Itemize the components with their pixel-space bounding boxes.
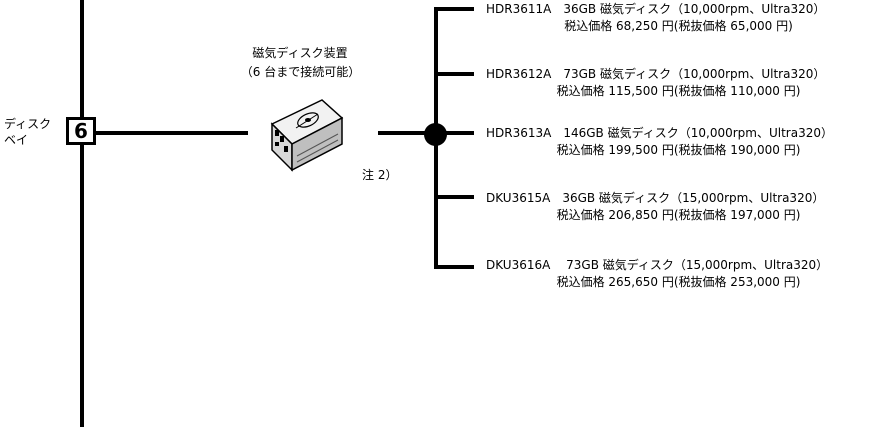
bay-connector-line (96, 131, 248, 135)
option-branch-3 (434, 131, 474, 135)
hard-disk-icon (270, 99, 344, 172)
option-4-price: 税込価格 206,850 円(税抜価格 197,000 円) (556, 208, 801, 222)
main-bus-line (80, 0, 84, 427)
options-bus-line (434, 7, 438, 269)
option-branch-1 (434, 7, 474, 11)
bay-label-line2: ベイ (4, 133, 29, 147)
option-3-price: 税込価格 199,500 円(税抜価格 190,000 円) (556, 143, 801, 157)
option-2-price: 税込価格 115,500 円(税抜価格 110,000 円) (556, 84, 801, 98)
option-1-price: 税込価格 68,250 円(税抜価格 65,000 円) (564, 19, 793, 33)
option-3-model: HDR3613A 146GB 磁気ディスク（10,000rpm、Ultra320… (486, 126, 834, 140)
option-5-model: DKU3616A 73GB 磁気ディスク（15,000rpm、Ultra320） (486, 258, 829, 272)
device-note: 注 2） (362, 168, 398, 182)
device-title: 磁気ディスク装置 (252, 46, 348, 60)
bay-number-box: 6 (66, 117, 96, 145)
device-connector-line (378, 131, 434, 135)
bay-label-line1: ディスク (4, 117, 52, 131)
option-5-price: 税込価格 265,650 円(税抜価格 253,000 円) (556, 275, 801, 289)
bay-number: 6 (74, 119, 88, 143)
device-subtitle: （6 台まで接続可能） (240, 65, 361, 79)
option-4-model: DKU3615A 36GB 磁気ディスク（15,000rpm、Ultra320） (486, 191, 825, 205)
option-2-model: HDR3612A 73GB 磁気ディスク（10,000rpm、Ultra320） (486, 67, 826, 81)
option-branch-5 (434, 265, 474, 269)
option-1-model: HDR3611A 36GB 磁気ディスク（10,000rpm、Ultra320） (486, 2, 826, 16)
option-branch-4 (434, 195, 474, 199)
option-branch-2 (434, 72, 474, 76)
